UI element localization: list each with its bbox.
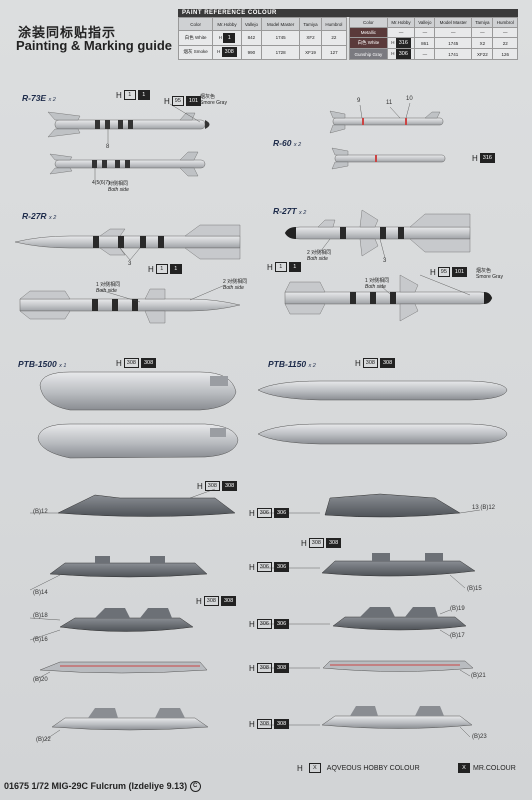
title-chinese: 涂装同标贴指示 [18,25,117,40]
mr-colour-box: X [458,763,470,773]
col-humbrol: Humbrol [320,16,348,32]
table-row: 白色 White H 316 861 1745 X2 22 [349,37,518,49]
part-10: 10 [406,96,413,102]
product-title: 01675 1/72 MIG-29C Fulcrum (Izdeliye 9.1… [4,781,201,793]
label-b23: (B)23 [472,734,487,740]
col-mrhobby: Mr.Hobby [212,16,242,32]
label-b20: (B)20 [33,677,48,683]
pylon-21 [322,660,474,672]
section-r27t: R-27T x 2 [273,206,307,216]
table-row: 烟灰 Smoke H 308 990 1728 XF19 127 [177,44,348,61]
label-b16: (B)16 [33,637,48,643]
label-b22: (B)22 [36,737,51,743]
section-ptb1150: PTB-1150 x 2 [268,359,316,369]
pylon-15 [321,553,476,577]
ptb1150-tank-top [257,380,508,401]
pylon-23 [321,706,473,729]
table-row: 白色 White H 1 842 1745 XF2 22 [177,30,348,46]
pylon-12-left [57,494,236,517]
label-b18: (B)18 [33,613,48,619]
section-r27r: R-27R x 2 [22,211,57,221]
r73e-missile-top [47,111,210,138]
aqueous-legend: H X AQVEOUS HOBBY COLOUR [297,763,420,773]
pylon-16 [59,608,194,632]
section-ptb1500: PTB-1500 x 1 [18,359,67,369]
copyright-icon: C [189,781,201,793]
label-b15: (B)15 [467,586,482,592]
col-color: Color [177,16,214,32]
label-b12-left: (B)12 [33,509,48,515]
r27t-missile-top [284,209,471,257]
r73e-missile-bottom [49,151,206,177]
paint-reference-table: PAINT REFERENCE COLOUR Color Mr.Hobby Va… [177,9,518,61]
table-row: Gunship Gray H 306 — 1741 XF22 126 [349,48,518,60]
label-b17: (B)17 [450,633,465,639]
pylon-17 [332,607,467,631]
label-b21: (B)21 [471,673,486,679]
part-3-r27t: 3 [383,258,387,264]
ref-table-left: Color Mr.Hobby Vallejo Model Master Tami… [177,16,348,61]
r60-missile-top [329,110,444,134]
r60-missile-bottom [331,147,446,170]
pylon-20 [39,661,208,674]
part-3-r27r: 3 [128,261,132,267]
pylon-14 [49,556,208,578]
ptb1500-tank-bottom [37,423,239,459]
ref-table-right: Color Mr.Hobby Vallejo Model Master Tami… [349,17,518,60]
r27r-missile-top [14,224,241,260]
leader-lines [29,102,481,741]
label-b14: (B)14 [33,590,48,596]
paint-reference-heading: PAINT REFERENCE COLOUR [178,9,518,17]
ptb1150-tank-bottom [257,423,508,445]
col-model-master: Model Master [261,16,301,32]
part-8: 8 [106,144,110,150]
title-english: Painting & Marking guide [16,38,173,53]
mr-colour-legend: X MR.COLOUR [458,763,516,773]
r27r-missile-bottom [19,288,241,324]
table-row: Metallic — — — — — [349,27,518,38]
section-r73e: R-73E x 2 [22,93,56,103]
aqueous-label: AQVEOUS HOBBY COLOUR [326,764,420,772]
r73-parts-note: 4(5(6(7) [92,180,110,186]
ptb1500-tank-top [39,371,237,411]
pylon-22 [51,708,209,731]
mr-colour-label: MR.COLOUR [473,764,516,772]
section-r60: R-60 x 2 [273,138,302,148]
aqueous-box: X [308,763,321,773]
col-vallejo: Vallejo [240,16,263,32]
part-11: 11 [386,100,393,106]
r27t-missile-bottom [284,274,493,322]
label-b19: (B)19 [450,606,465,612]
part-9: 9 [357,98,361,104]
col-tamiya: Tamiya [299,16,322,32]
label-b12-right: 13 (B)12 [472,505,496,511]
pylon-12-right [324,493,461,518]
